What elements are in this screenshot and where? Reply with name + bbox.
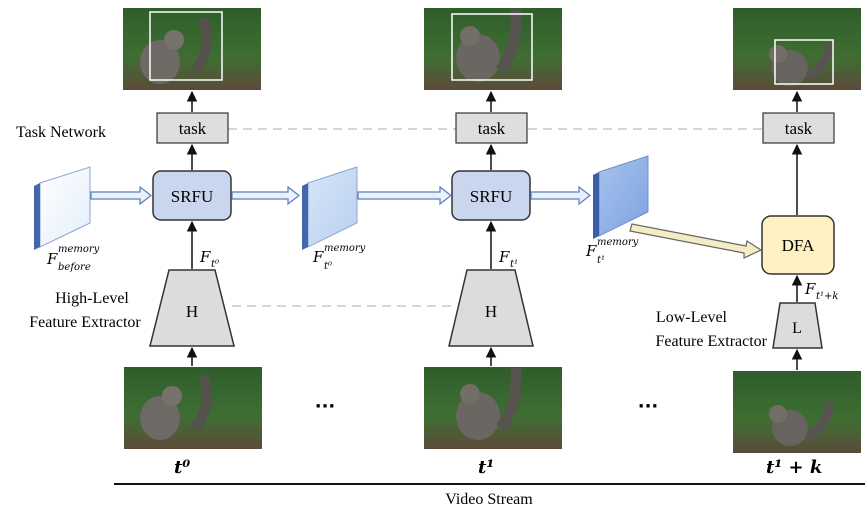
- task-label-t0: task: [179, 119, 207, 138]
- bbox: [774, 39, 834, 85]
- task-box-t1k: [762, 112, 835, 144]
- svg-text:memory: memory: [324, 243, 366, 254]
- svg-text:before: before: [58, 262, 91, 273]
- svg-text:F: F: [804, 280, 816, 298]
- l-label: L: [792, 320, 802, 337]
- memory-map-t1: [593, 155, 649, 239]
- h-label-t1: H: [485, 302, 497, 321]
- svg-text:t¹: t¹: [597, 255, 605, 266]
- label-f-t1k: F t¹+k: [804, 280, 838, 302]
- output-image-t1k: [733, 8, 861, 90]
- time-label-t0: t⁰: [174, 457, 190, 478]
- svg-text:F: F: [585, 242, 597, 260]
- srfu-label-t0: SRFU: [171, 187, 214, 206]
- bbox: [451, 13, 533, 81]
- label-f-memory-before: F memory before: [46, 244, 100, 273]
- svg-text:t¹+k: t¹+k: [816, 291, 838, 302]
- bbox: [149, 11, 223, 81]
- svg-text:F: F: [498, 248, 510, 266]
- task-box-t0: [156, 112, 229, 144]
- output-image-t1: [424, 8, 562, 90]
- svg-text:t⁰: t⁰: [211, 259, 219, 270]
- svg-text:F: F: [46, 250, 58, 268]
- arrow-srfu0-to-mem: [231, 185, 300, 206]
- memory-map-before: [34, 166, 91, 250]
- low-level-label-1: Low-Level: [656, 309, 728, 326]
- label-f-t1: F t¹: [498, 248, 518, 270]
- ellipsis-2: ···: [638, 396, 659, 417]
- svg-text:t⁰: t⁰: [324, 261, 332, 272]
- high-level-extractor-t1: [448, 269, 534, 347]
- task-network-label: Task Network: [16, 124, 106, 141]
- task-box-t1: [455, 112, 528, 144]
- svg-text:F: F: [199, 248, 211, 266]
- memory-map-t0: [302, 166, 358, 250]
- input-image-t1: [424, 367, 562, 449]
- svg-text:memory: memory: [58, 244, 100, 255]
- task-label-t1: task: [478, 119, 506, 138]
- high-level-label-2: Feature Extractor: [29, 314, 141, 331]
- arrow-srfu1-to-mem: [530, 185, 591, 206]
- output-image-t0: [123, 8, 261, 90]
- input-image-t1k: [733, 371, 861, 453]
- dfa-label: DFA: [782, 236, 815, 255]
- time-label-t1: t¹: [478, 457, 494, 478]
- svg-text:t¹: t¹: [510, 259, 518, 270]
- high-level-extractor-t0: [149, 269, 235, 347]
- time-label-t1k: t¹ + k: [766, 457, 822, 478]
- label-f-memory-t0: F memory t⁰: [312, 243, 366, 272]
- label-f-t0: F t⁰: [199, 248, 219, 270]
- low-level-label-2: Feature Extractor: [656, 333, 768, 350]
- label-f-memory-t1: F memory t¹: [585, 237, 639, 266]
- task-label-t1k: task: [785, 119, 813, 138]
- arrow-mem-before-to-srfu: [90, 185, 152, 206]
- input-image-t0: [124, 367, 262, 449]
- ellipsis-1: ···: [315, 396, 336, 417]
- srfu-label-t1: SRFU: [470, 187, 513, 206]
- dfa-box: [761, 215, 835, 275]
- arrow-mem-t1-to-dfa: [629, 223, 763, 259]
- high-level-label-1: High-Level: [55, 290, 129, 307]
- h-label-t0: H: [186, 302, 198, 321]
- arrow-mem-t0-to-srfu: [357, 185, 452, 206]
- svg-text:memory: memory: [597, 237, 639, 248]
- video-stream-label: Video Stream: [445, 491, 533, 508]
- low-level-extractor: [772, 302, 823, 349]
- srfu-box-t1: [451, 170, 531, 221]
- srfu-box-t0: [152, 170, 232, 221]
- svg-text:F: F: [312, 248, 324, 266]
